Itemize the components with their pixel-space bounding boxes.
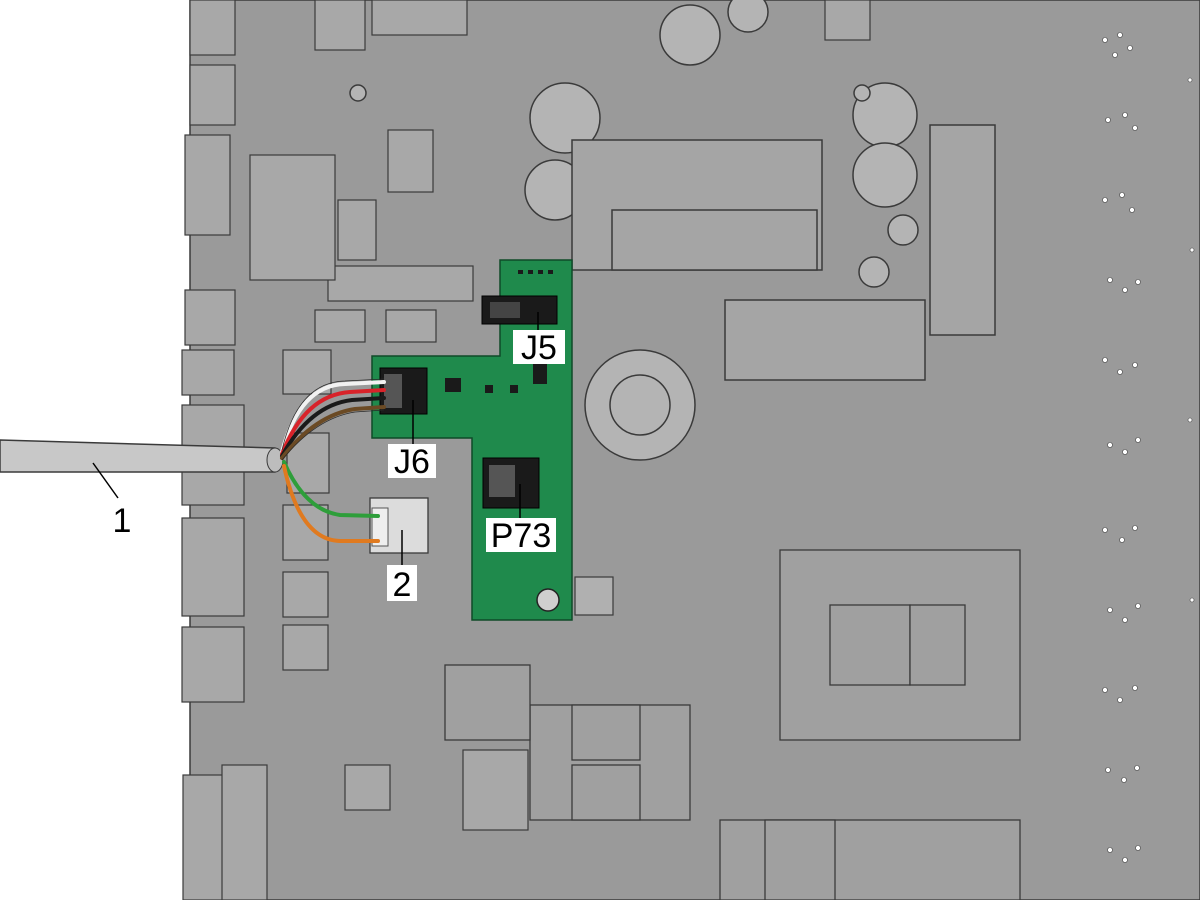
cable-end (266, 447, 284, 473)
sub-board-components (445, 270, 553, 393)
wires-to-j6 (280, 380, 386, 460)
callout-1: 1 (113, 502, 132, 540)
perforated-strip (1102, 32, 1195, 863)
j6-socket (384, 374, 402, 408)
wires-to-connector-2 (282, 460, 380, 543)
connector-2-housing (369, 497, 429, 554)
heatsinks (444, 549, 1021, 900)
callout-2: 2 (393, 566, 412, 604)
callout-j6: J6 (394, 443, 430, 481)
standoff (574, 576, 614, 616)
j5-socket (490, 302, 520, 318)
mounting-screw-icon (536, 588, 560, 612)
leader-lines (92, 312, 539, 566)
label-backgrounds (387, 330, 565, 601)
callout-p73: P73 (491, 517, 552, 555)
wire-outlines (281, 378, 385, 461)
callout-j5: J5 (521, 329, 557, 367)
p73-socket (489, 465, 515, 497)
main-board (189, 0, 1200, 900)
transformer (571, 124, 996, 381)
